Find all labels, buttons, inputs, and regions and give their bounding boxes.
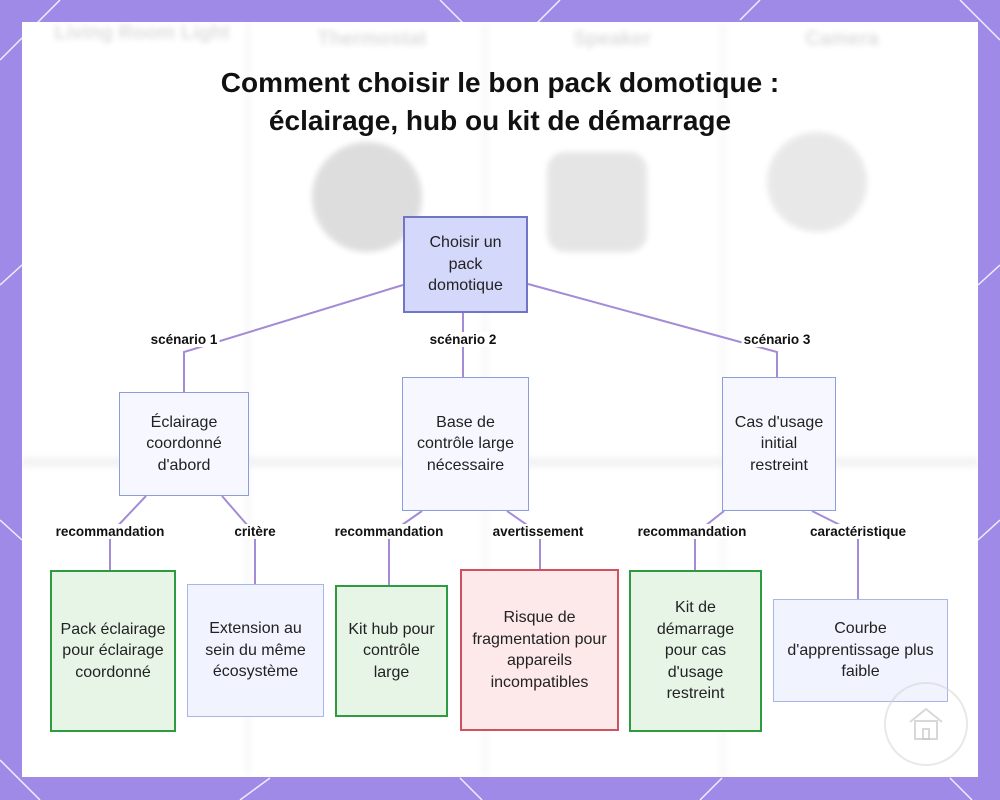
leaf-label: Extension au sein du même écosystème: [205, 620, 306, 681]
edge-label-scenario-2: scénario 2: [427, 332, 499, 347]
scenario-3-node: Cas d'usage initial restreint: [722, 377, 836, 511]
leaf-label: Courbe d'apprentissage plus faible: [787, 620, 934, 681]
leaf-node-lighting-pack: Pack éclairage pour éclairage coordonné: [50, 570, 176, 732]
ghost-column-header: Living Room Light: [54, 22, 230, 44]
edge-root-to-scenario-1: [183, 284, 404, 392]
leaf-node-hub-kit: Kit hub pour contrôle large: [335, 585, 448, 717]
edge-label-recommendation-3: recommandation: [635, 524, 749, 539]
edge-scenario-2-to-warning: [506, 510, 541, 569]
scenario-1-label: Éclairage coordonné d'abord: [146, 413, 222, 474]
edge-scenario-2-to-recommendation: [388, 510, 423, 585]
leaf-node-starter-kit: Kit de démarrage pour cas d'usage restre…: [629, 570, 762, 732]
edge-label-criterion: critère: [232, 524, 278, 539]
edge-label-recommendation-1: recommandation: [53, 524, 167, 539]
edge-scenario-1-to-criterion: [221, 495, 256, 584]
ghost-column-header: Thermostat: [317, 28, 427, 50]
edge-label-scenario-1: scénario 1: [148, 332, 220, 347]
edge-label-characteristic: caractéristique: [807, 524, 909, 539]
diagram-canvas: Living Room Light Thermostat Speaker Cam…: [22, 22, 978, 777]
leaf-label: Kit de démarrage pour cas d'usage restre…: [656, 599, 735, 703]
edge-label-recommendation-2: recommandation: [332, 524, 446, 539]
ghost-column-header: Camera: [805, 28, 879, 50]
diagram-title: Comment choisir le bon pack domotique : …: [220, 67, 780, 136]
root-node: Choisir un pack domotique: [403, 216, 528, 313]
ghost-product-image: [547, 152, 647, 252]
edge-root-to-scenario-3: [527, 283, 778, 377]
edge-label-scenario-3: scénario 3: [741, 332, 813, 347]
leaf-node-fragmentation-warning: Risque de fragmentation pour appareils i…: [460, 569, 619, 731]
ghost-column-header: Speaker: [573, 28, 651, 50]
edge-scenario-3-to-recommendation: [694, 510, 725, 570]
watermark-logo: [884, 682, 968, 766]
scenario-1-node: Éclairage coordonné d'abord: [119, 392, 249, 496]
ghost-product-image: [767, 132, 867, 232]
leaf-label: Risque de fragmentation pour appareils i…: [472, 609, 607, 691]
scenario-2-node: Base de contrôle large nécessaire: [402, 377, 529, 511]
scenario-3-label: Cas d'usage initial restreint: [734, 413, 824, 474]
leaf-label: Pack éclairage pour éclairage coordonné: [60, 620, 166, 681]
leaf-node-ecosystem-extension: Extension au sein du même écosystème: [187, 584, 324, 717]
scenario-2-label: Base de contrôle large nécessaire: [417, 413, 514, 474]
home-icon: [909, 707, 943, 740]
root-node-label: Choisir un pack domotique: [428, 234, 503, 295]
leaf-label: Kit hub pour contrôle large: [348, 620, 435, 681]
edge-label-warning: avertissement: [490, 524, 586, 539]
